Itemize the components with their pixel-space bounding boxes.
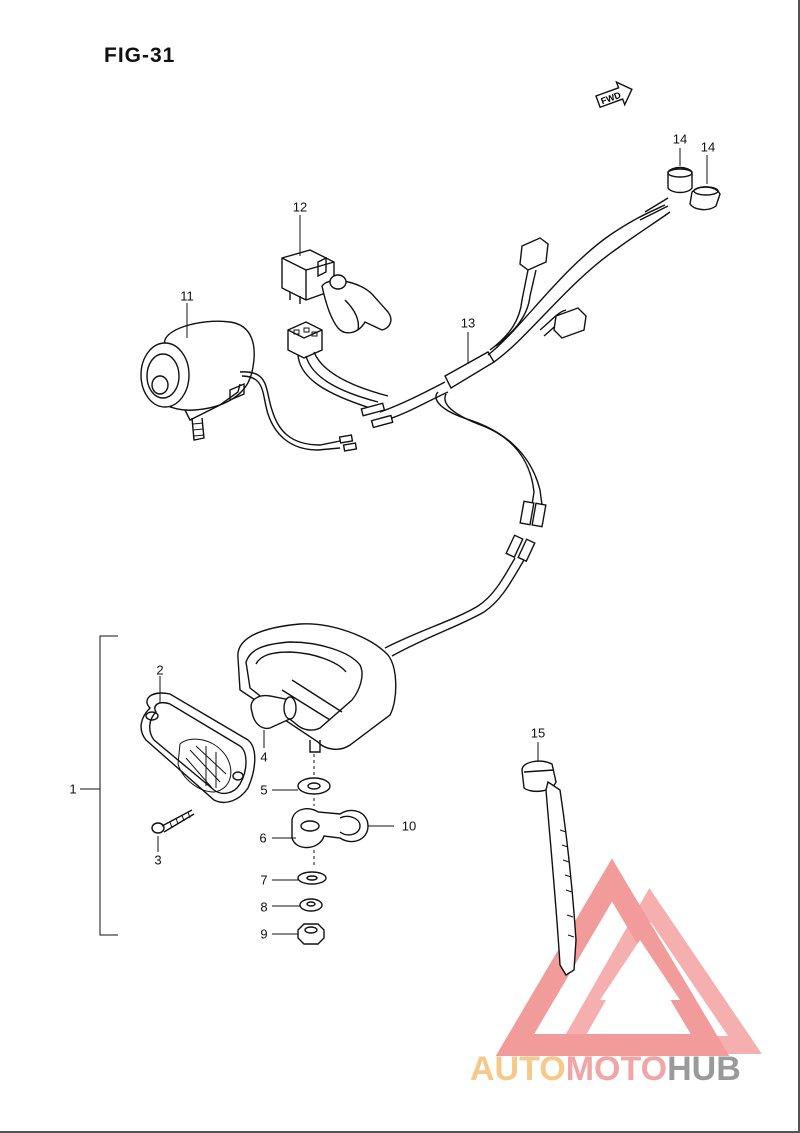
part-2-lens <box>140 692 256 804</box>
callout-1: 1 <box>69 781 77 797</box>
callout-4: 4 <box>260 749 268 765</box>
watermark-part-moto: MOTO <box>565 1050 668 1088</box>
callout-7: 7 <box>260 872 268 888</box>
callout-2: 2 <box>156 662 164 678</box>
callout-13: 13 <box>460 315 476 331</box>
forward-direction-arrow: FWD <box>595 80 633 109</box>
callout-10: 10 <box>401 818 417 834</box>
callout-9: 9 <box>260 926 268 942</box>
callout-5: 5 <box>260 782 268 798</box>
watermark-brand-text: AUTOMOTOHUB <box>470 1050 741 1089</box>
callout-14-left: 14 <box>672 131 688 147</box>
part-12-relay <box>281 249 392 334</box>
callout-11: 11 <box>180 288 194 304</box>
watermark-part-auto: AUTO <box>470 1050 566 1088</box>
callout-6: 6 <box>259 830 267 846</box>
figure-title: FIG-31 <box>104 44 176 67</box>
callout-3: 3 <box>154 852 162 868</box>
tail-lamp-lead <box>384 534 536 657</box>
relay-connector <box>287 321 389 409</box>
callout-12: 12 <box>292 199 308 215</box>
lamp-housing <box>237 623 397 753</box>
mounting-hardware <box>291 754 369 945</box>
assembly-bracket <box>99 635 118 936</box>
callout-14-right: 14 <box>700 139 716 155</box>
leader-lines <box>157 148 708 935</box>
part-15-cable-tie <box>521 760 577 976</box>
watermark-logo <box>495 858 762 1056</box>
callout-8: 8 <box>260 899 268 915</box>
watermark-part-hub: HUB <box>667 1050 741 1088</box>
part-13-harness <box>360 197 671 528</box>
part-11-light <box>140 320 358 452</box>
callout-15: 15 <box>530 725 546 741</box>
part-3-screw <box>151 809 195 834</box>
part-4-bulb <box>250 694 297 730</box>
part-14-caps <box>667 166 721 211</box>
